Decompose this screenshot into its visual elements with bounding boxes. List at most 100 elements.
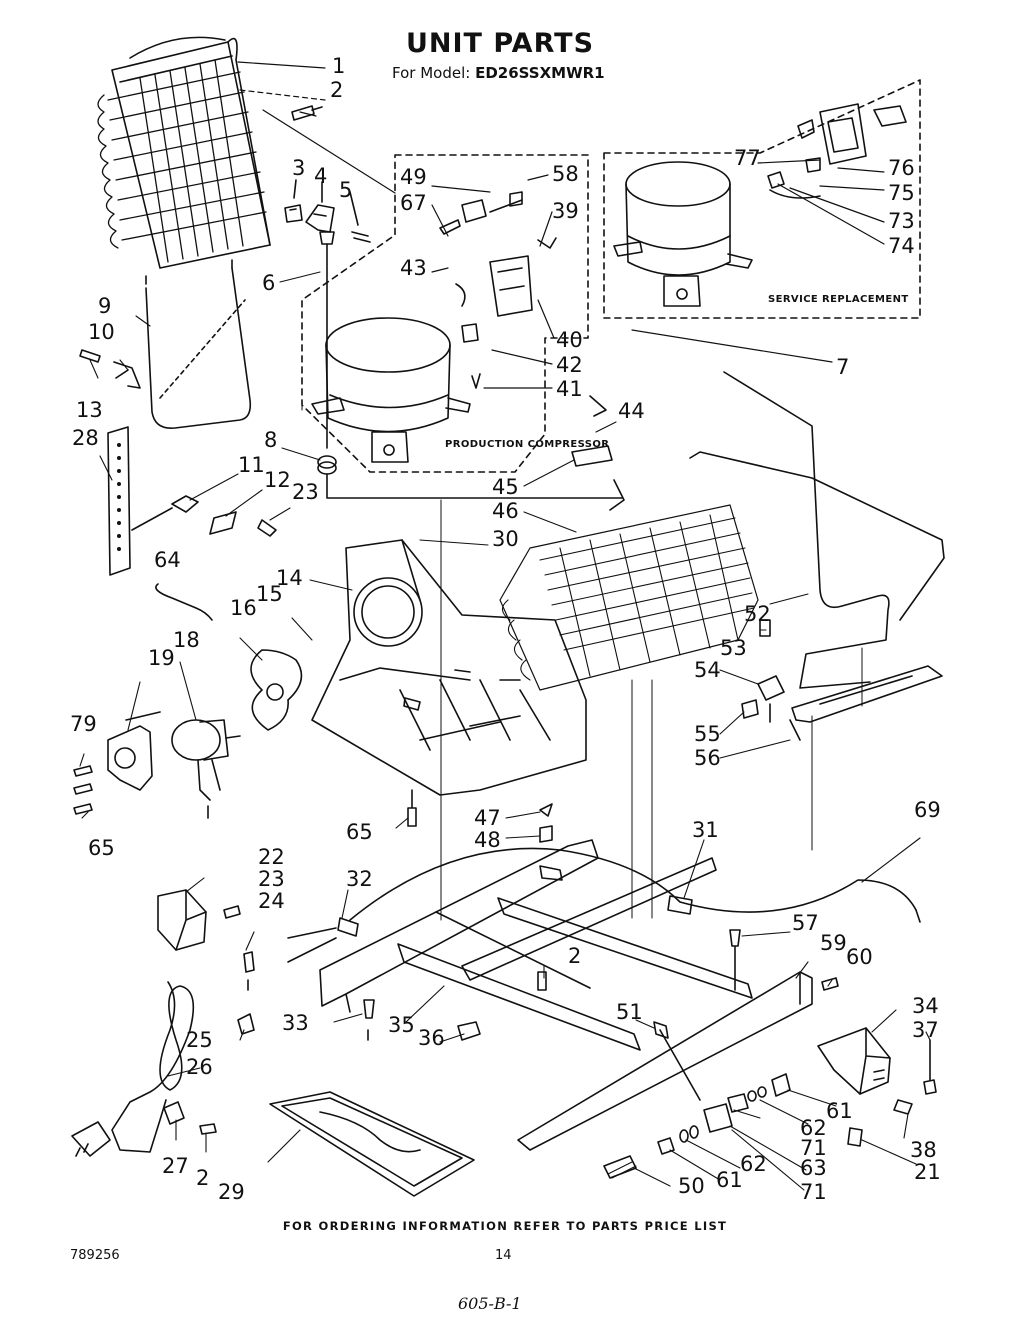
callout-45: 45 [492,475,519,499]
callout-61-left: 61 [716,1168,743,1192]
screw-21 [847,1127,863,1147]
callout-35: 35 [388,1013,415,1037]
evaporator-fan-16 [250,649,303,731]
callout-28: 28 [72,426,99,450]
clamp-27 [163,1101,185,1125]
condenser-coil [97,36,271,269]
callout-6: 6 [262,271,276,295]
callout-8: 8 [264,428,278,452]
screw-23 [223,905,241,919]
model-number: ED26SSXMWR1 [475,64,605,82]
callout-43: 43 [400,256,427,280]
ordering-info: FOR ORDERING INFORMATION REFER TO PARTS … [282,1219,728,1233]
motor-bracket-19 [107,711,161,791]
callout-58: 58 [552,162,579,186]
screw-57 [729,929,741,991]
service-compressor [613,161,753,307]
callout-41: 41 [556,377,583,401]
callout-52: 52 [744,602,771,626]
clip-47 [539,803,553,817]
frame-rail-59 [517,971,813,1151]
bracket-10-13 [79,349,141,389]
callout-27: 27 [162,1154,189,1178]
callout-71-upper: 71 [800,1136,827,1160]
callout-63: 63 [800,1156,827,1180]
drain-pan-29 [269,1091,475,1197]
callout-37: 37 [912,1018,939,1042]
screw-65-center [407,789,417,827]
callout-31: 31 [692,818,719,842]
callout-60: 60 [846,945,873,969]
callout-36: 36 [418,1026,445,1050]
callout-51: 51 [616,1000,643,1024]
page-title: UNIT PARTS [405,28,595,59]
callout-33: 33 [282,1011,309,1035]
screw-24 [243,951,255,991]
clip-51 [653,1021,669,1039]
wire-64 [155,583,213,621]
callout-67: 67 [400,191,427,215]
callout-73: 73 [888,209,915,233]
callout-7: 7 [836,355,850,379]
callout-leaders [79,271,931,1191]
callout-40: 40 [556,328,583,352]
callout-56: 56 [694,746,721,770]
callout-30: 30 [492,527,519,551]
leader-lines [237,61,396,194]
production-compressor-label: PRODUCTION COMPRESSOR [445,439,610,450]
callout-54: 54 [694,658,721,682]
callout-53: 53 [720,636,747,660]
model-prefix: For Model: [392,64,471,82]
guide-lines [301,404,863,921]
fan-bracket-14 [311,539,587,796]
screw-2-frame [537,971,547,991]
parts-53-56 [741,619,943,741]
callout-79: 79 [70,712,97,736]
callout-19: 19 [148,646,175,670]
callout-3: 3 [292,156,306,180]
screws-79-65 [73,765,93,815]
callout-29: 29 [218,1180,245,1204]
drier-valve-assembly [603,1029,791,1179]
production-compressor-box [301,154,589,473]
callout-16: 16 [230,596,257,620]
callout-10: 10 [88,320,115,344]
tubing-52 [689,371,945,689]
callout-59: 59 [820,931,847,955]
callout-49: 49 [400,165,427,189]
clip-36 [457,1021,481,1041]
model-line: For Model: ED26SSXMWR1 [392,64,605,82]
callout-48: 48 [474,828,501,852]
page-number: 14 [495,1248,512,1263]
service-replacement-label: SERVICE REPLACEMENT [768,294,909,305]
defrost-loop-9 [145,259,252,429]
callout-23-lower: 23 [258,867,285,891]
callout-15: 15 [256,582,283,606]
callout-65-left: 65 [88,836,115,860]
callout-1: 1 [332,54,346,78]
callout-18: 18 [173,628,200,652]
callout-65-center: 65 [346,820,373,844]
part-37 [923,1039,937,1095]
handwritten-note: 605-B-1 [458,1294,522,1313]
fan-motor-18 [171,719,241,819]
callout-61-right: 61 [826,1099,853,1123]
cover-22 [157,889,207,951]
callout-76: 76 [888,156,915,180]
callout-2-cord: 2 [196,1166,210,1190]
callout-64: 64 [154,548,181,572]
callout-62-left: 62 [740,1152,767,1176]
callout-32: 32 [346,867,373,891]
callout-12: 12 [264,468,291,492]
screw-33 [363,999,375,1041]
service-replacement-box [603,79,921,319]
callout-25: 25 [186,1028,213,1052]
callout-57: 57 [792,911,819,935]
screw-2-top [291,105,323,121]
callout-13: 13 [76,398,103,422]
callout-46: 46 [492,499,519,523]
screw-38 [893,1099,913,1115]
callout-21: 21 [914,1160,941,1184]
part-25 [237,1013,255,1035]
grommet-48 [539,825,553,843]
